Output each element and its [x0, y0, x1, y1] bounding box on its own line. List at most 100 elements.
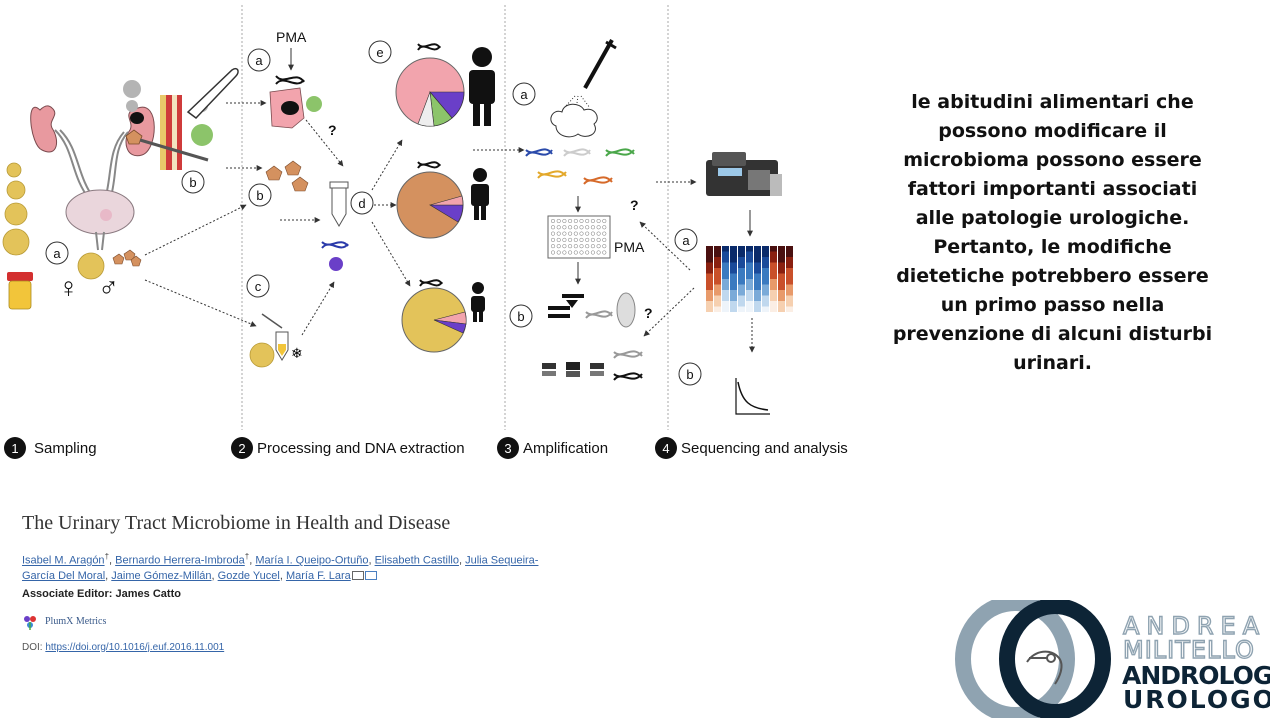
heatmap-cell — [762, 268, 769, 274]
heatmap-cell — [762, 251, 769, 257]
well — [568, 231, 573, 236]
urinary-tract-illustration — [30, 67, 239, 251]
author-link[interactable]: Elisabeth Castillo — [374, 554, 459, 567]
heatmap-cell — [746, 262, 753, 268]
author-link[interactable]: Jaime Gómez-Millán — [111, 569, 212, 582]
heatmap-cell — [706, 262, 713, 268]
heatmap-cell — [770, 268, 777, 274]
pipette-icon — [583, 39, 617, 89]
heatmap-cell — [770, 290, 777, 296]
well — [550, 231, 556, 236]
well — [590, 250, 595, 255]
heatmap-cell — [754, 301, 761, 307]
associate-editor: Associate Editor: James Catto — [22, 587, 181, 600]
heatmap-cell — [786, 262, 793, 268]
dna-icon-pie3 — [419, 279, 443, 287]
heatmap-cell — [722, 246, 729, 252]
nanopore-icon — [548, 294, 584, 318]
well — [562, 218, 567, 224]
heatmap-cell — [738, 246, 745, 252]
svg-text:ANDROLOGO: ANDROLOGO — [1122, 661, 1270, 690]
svg-text:Amplification: Amplification — [523, 440, 608, 457]
heatmap-cell — [706, 279, 713, 285]
author-link[interactable]: María F. Lara — [285, 569, 351, 582]
author-link[interactable]: María I. Queipo-Ortuño — [255, 554, 369, 567]
paper-reference: The Urinary Tract Microbiome in Health a… — [22, 512, 567, 653]
heatmap-cell — [714, 295, 721, 301]
heatmap-cell — [714, 246, 721, 252]
heatmap-cell — [738, 279, 745, 285]
step-4: 4 Sequencing and analysis — [655, 437, 848, 459]
author-link[interactable]: Isabel M. Aragón — [22, 554, 105, 567]
person-icon-large — [469, 47, 495, 126]
person-icon-small — [471, 282, 485, 322]
heatmap-cell — [778, 251, 785, 257]
svg-text:b: b — [517, 309, 524, 324]
well — [596, 218, 601, 224]
heatmap-cell — [754, 268, 761, 274]
well — [573, 244, 578, 249]
well — [602, 218, 607, 224]
cryo-tube-icon — [261, 313, 289, 361]
dietary-note-text: le abitudini alimentari che possono modi… — [892, 91, 1213, 374]
heatmap-cell — [746, 268, 753, 274]
heatmap-cell — [770, 273, 777, 279]
pcr-cloud — [550, 103, 598, 138]
heatmap-cell — [786, 257, 793, 263]
plumx-metrics-link[interactable]: PlumX Metrics — [22, 614, 567, 630]
svg-text:Processing and DNA extraction: Processing and DNA extraction — [257, 440, 465, 457]
heatmap-cell — [714, 279, 721, 285]
heatmap-cell — [706, 295, 713, 301]
pie-chart-child — [396, 171, 464, 239]
well — [585, 250, 590, 255]
heatmap-cell — [754, 284, 761, 290]
heatmap-cell — [754, 306, 761, 312]
well — [602, 231, 607, 236]
doi-link[interactable]: https://doi.org/10.1016/j.euf.2016.11.00… — [45, 641, 225, 653]
well — [596, 244, 601, 249]
heatmap-cell — [754, 246, 761, 252]
heatmap-cell — [778, 279, 785, 285]
email-icon[interactable] — [364, 571, 377, 581]
heatmap-cell — [722, 284, 729, 290]
edit-icon[interactable] — [351, 571, 364, 581]
heatmap-cell — [706, 268, 713, 274]
heatmap-cell — [706, 257, 713, 263]
author-link[interactable]: Julia Sequeira-García Del Moral — [22, 554, 539, 582]
bacteria-column — [2, 162, 30, 256]
heatmap-cell — [770, 306, 777, 312]
well — [562, 237, 567, 242]
circle-label-s1-b: b — [181, 170, 205, 194]
svg-text:Sampling: Sampling — [34, 440, 97, 457]
well — [596, 225, 601, 230]
heatmap-cell — [762, 246, 769, 252]
heatmap-cell — [778, 246, 785, 252]
heatmap-cell — [746, 279, 753, 285]
svg-text:b: b — [189, 175, 196, 190]
heatmap-cell — [730, 251, 737, 257]
well — [602, 244, 607, 249]
author-link[interactable]: Gozde Yucel — [217, 569, 280, 582]
heatmap-cell — [706, 273, 713, 279]
heatmap-cell — [738, 273, 745, 279]
spray-droplets — [563, 95, 591, 111]
heatmap-cell — [762, 262, 769, 268]
author-link[interactable]: Bernardo Herrera-Imbroda — [115, 554, 245, 567]
well — [573, 218, 578, 224]
circle-label-s2-e: e — [368, 40, 392, 64]
svg-text:Sequencing and analysis: Sequencing and analysis — [681, 440, 848, 457]
well — [579, 231, 584, 236]
circle-label-s3-a: a — [512, 82, 536, 106]
svg-text:a: a — [520, 87, 528, 102]
well — [585, 231, 590, 236]
heatmap-cell — [746, 306, 753, 312]
circle-label-s2-d: d — [350, 191, 374, 215]
person-icon-medium — [471, 168, 489, 220]
well — [556, 237, 561, 242]
heatmap-cell — [754, 257, 761, 263]
doi-line: DOI: https://doi.org/10.1016/j.euf.2016.… — [22, 641, 225, 653]
snowflake-icon: ❄ — [291, 346, 303, 362]
heatmap-cell — [738, 257, 745, 263]
dna-icons-gel — [613, 350, 643, 381]
well — [590, 218, 595, 224]
